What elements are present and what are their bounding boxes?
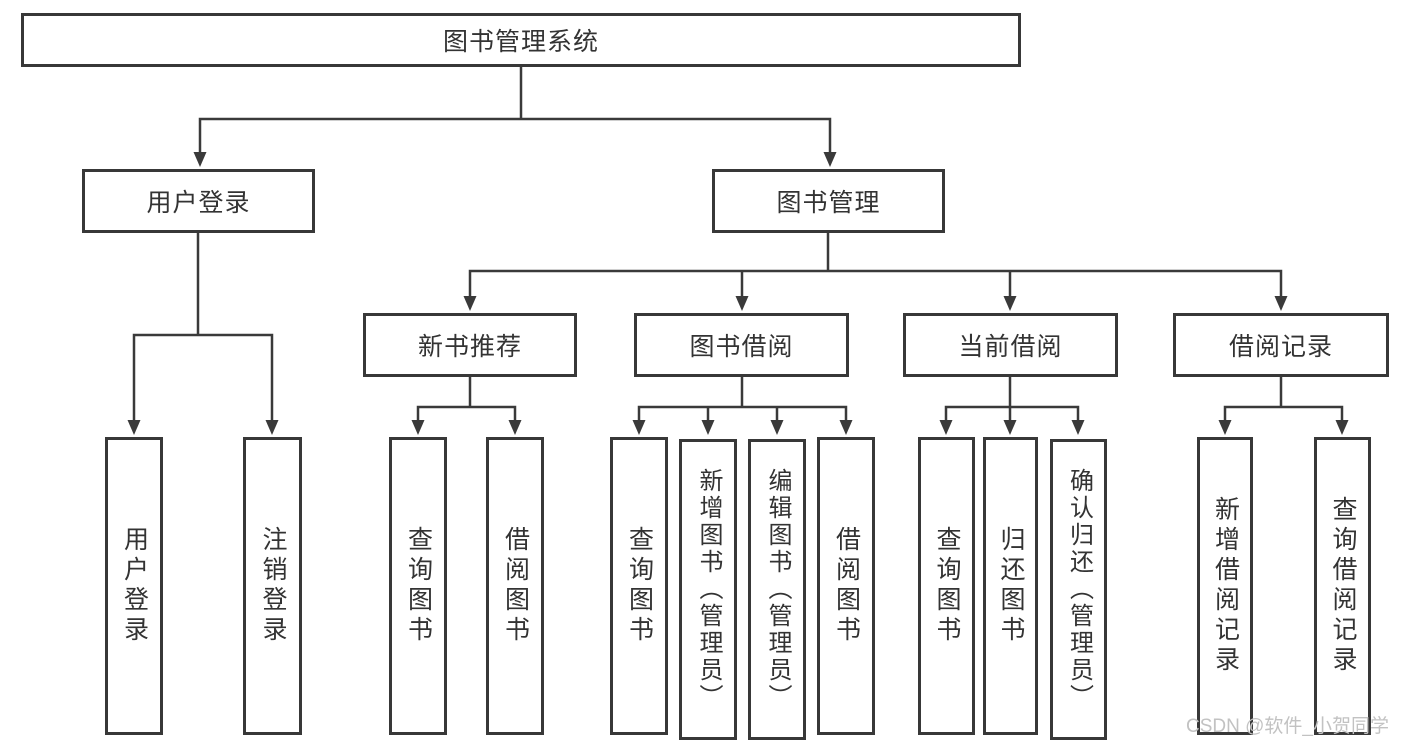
node-new-book-recommend: 新书推荐	[363, 313, 577, 377]
leaf-query-books-borrowing: 查询图书	[610, 437, 668, 735]
node-book-borrowing: 图书借阅	[634, 313, 849, 377]
leaf-logout: 注销登录	[243, 437, 302, 735]
leaf-user-login: 用户登录	[105, 437, 163, 735]
csdn-watermark: CSDN @软件_小贺同学	[1186, 716, 1389, 737]
leaf-add-borrow-record: 新增借阅记录	[1197, 437, 1253, 735]
node-borrow-records: 借阅记录	[1173, 313, 1389, 377]
leaf-borrow-books-recommend: 借阅图书	[486, 437, 544, 735]
node-current-borrowing: 当前借阅	[903, 313, 1118, 377]
leaf-edit-book-admin: 编辑图书（管理员）	[748, 439, 806, 740]
node-book-management: 图书管理	[712, 169, 945, 233]
leaf-add-book-admin: 新增图书（管理员）	[679, 439, 737, 740]
node-user-login: 用户登录	[82, 169, 315, 233]
leaf-query-borrow-record: 查询借阅记录	[1314, 437, 1371, 735]
leaf-return-book: 归还图书	[983, 437, 1038, 735]
node-root: 图书管理系统	[21, 13, 1021, 67]
leaf-query-books-current: 查询图书	[918, 437, 975, 735]
leaf-borrow-books: 借阅图书	[817, 437, 875, 735]
leaf-query-books-recommend: 查询图书	[389, 437, 447, 735]
leaf-confirm-return-admin: 确认归还（管理员）	[1050, 439, 1107, 740]
